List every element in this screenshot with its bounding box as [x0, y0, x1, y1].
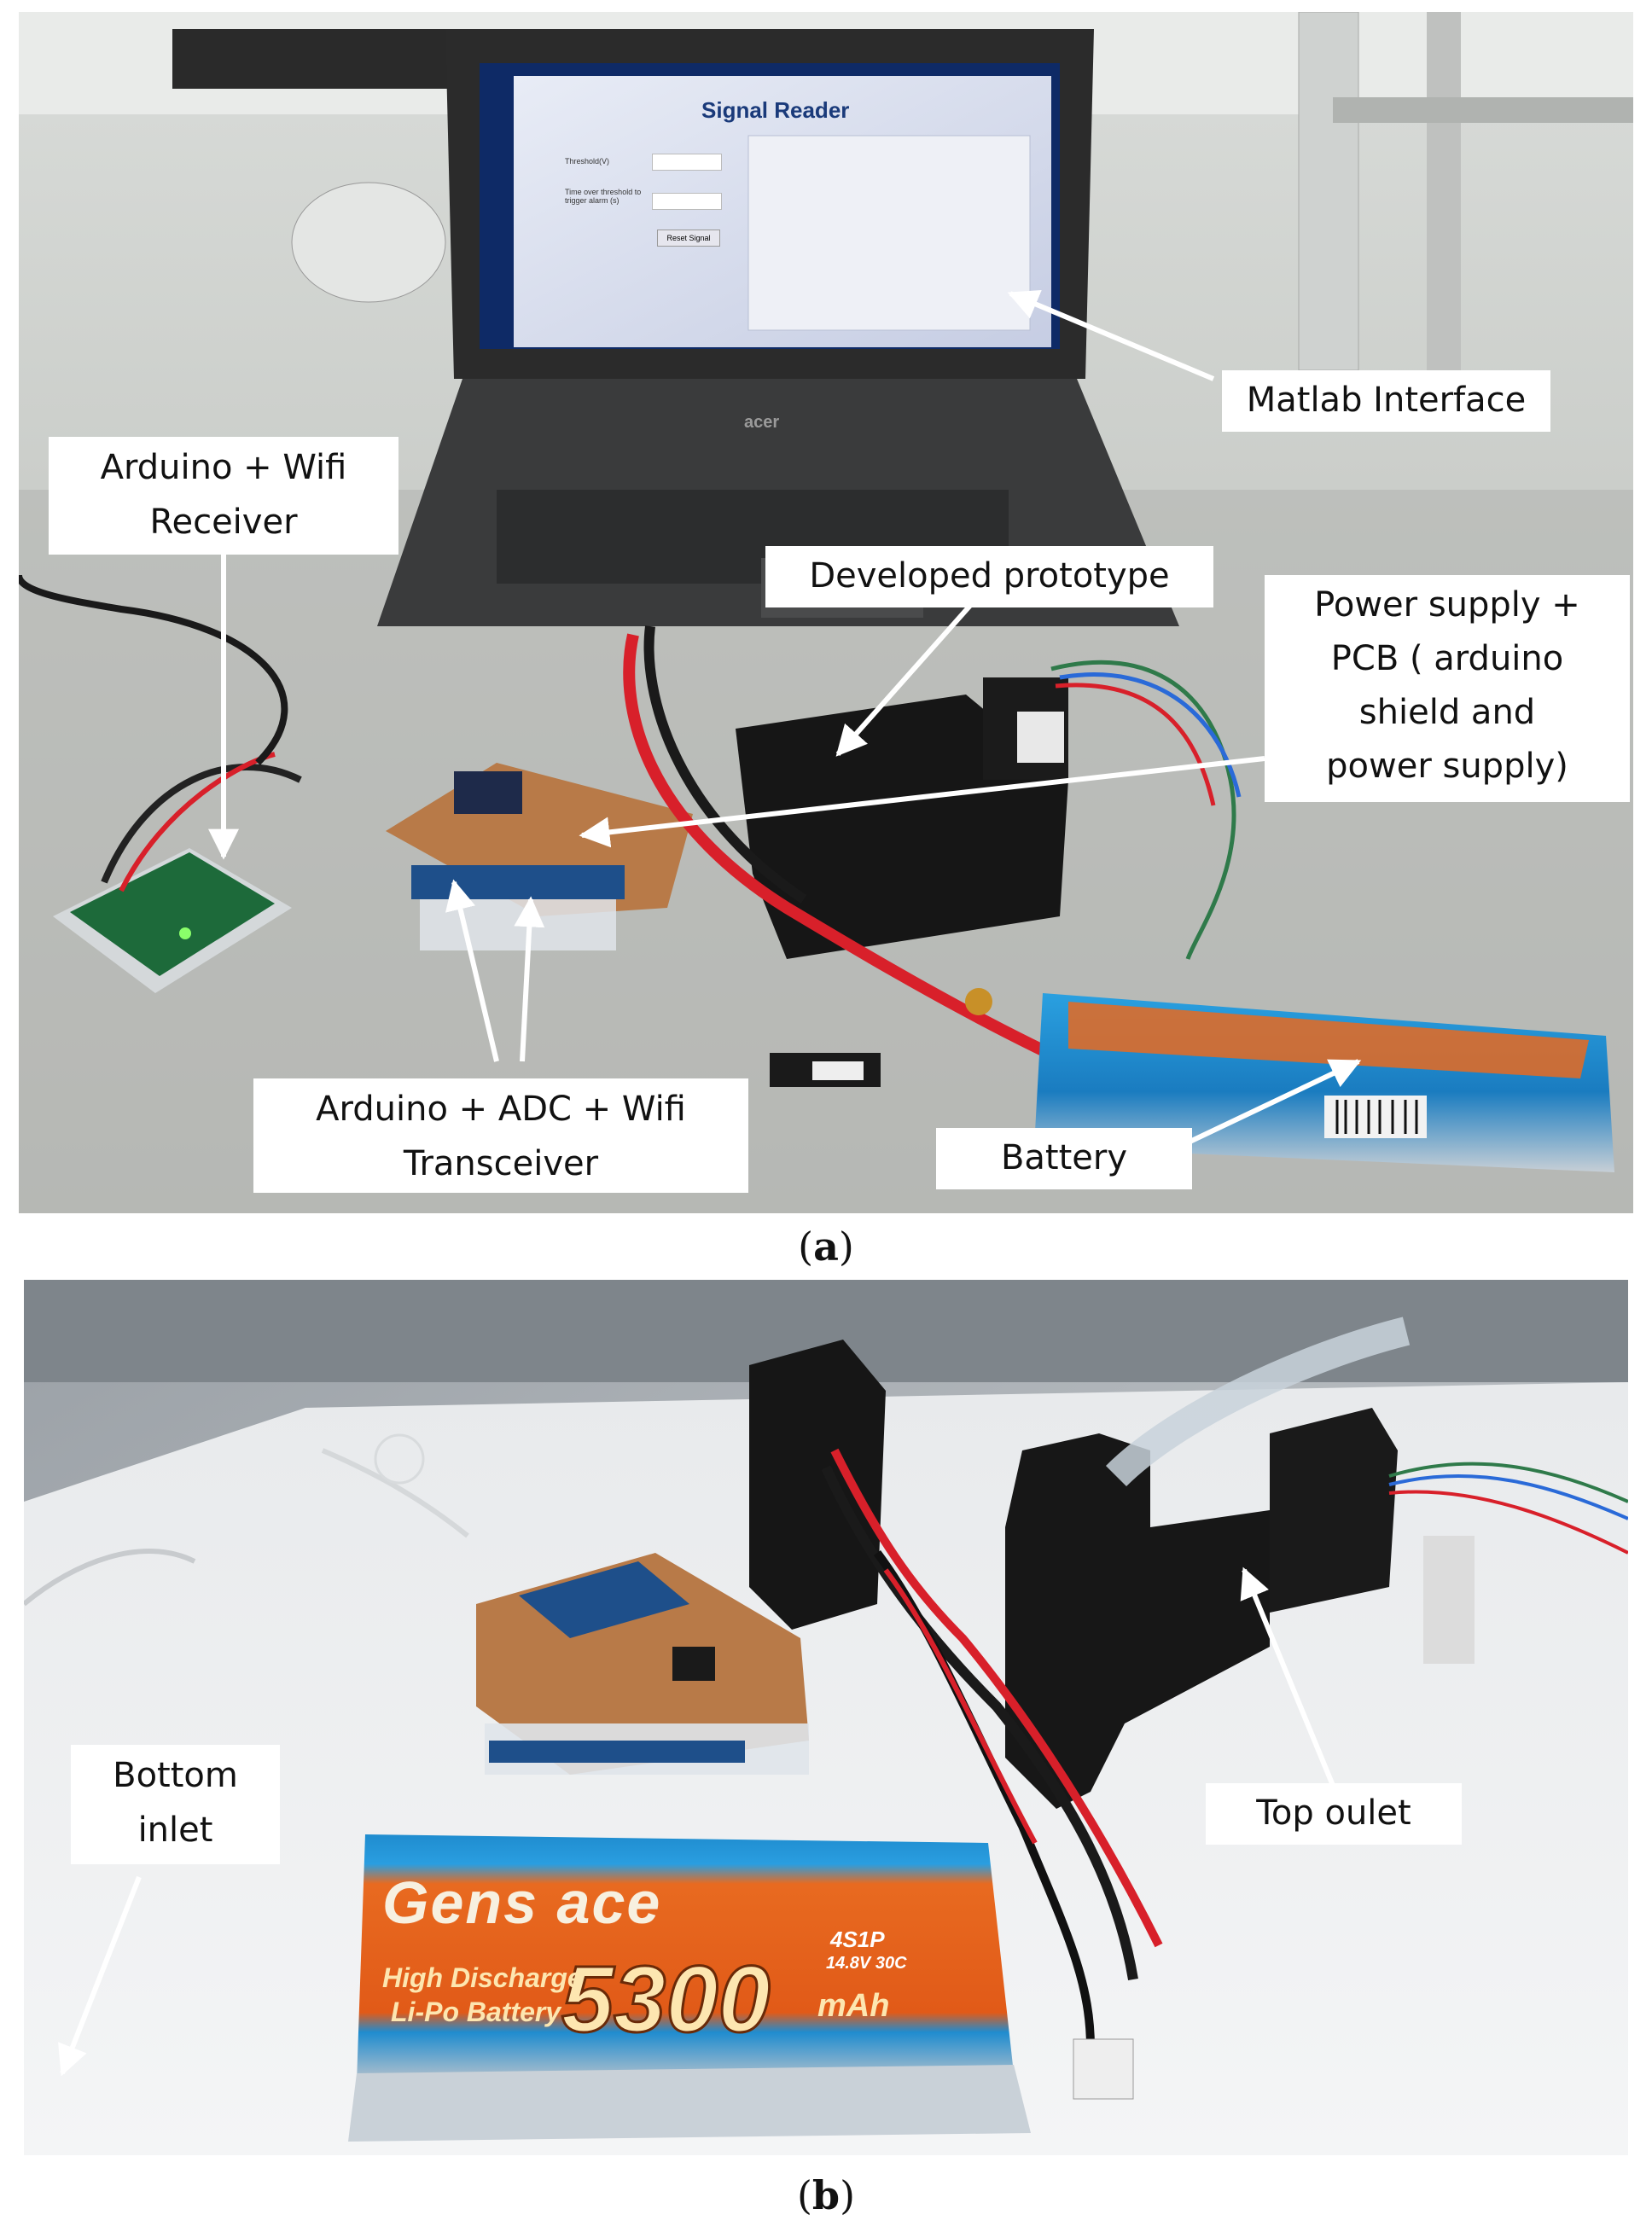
battery-rating: 14.8V 30C [826, 1954, 907, 1973]
battery-line-2: Li-Po Battery [391, 1997, 561, 2027]
screen-field-2-label: Time over threshold to trigger alarm (s) [565, 188, 642, 205]
battery-line-1: High Discharge [382, 1962, 583, 1993]
screen-field-1-input [652, 154, 722, 171]
battery-pack-b [357, 1834, 1014, 2082]
photo-panel-b: Gens ace 5300 mAh 4S1P 14.8V 30C High Di… [24, 1280, 1628, 2155]
screen-field-1-label: Threshold(V) [565, 157, 610, 166]
label-power-supply-pcb: Power supply + PCB ( arduino shield and … [1265, 575, 1630, 802]
photo-b-scene [24, 1280, 1628, 2155]
label-matlab-interface: Matlab Interface [1222, 370, 1550, 432]
laptop-brand-logo: acer [744, 413, 780, 432]
caption-a: (a) [798, 1224, 854, 1270]
label-arduino-wifi-receiver: Arduino + Wifi Receiver [49, 437, 398, 555]
label-bottom-inlet: Bottom inlet [71, 1745, 280, 1864]
caption-b: (b) [796, 2172, 856, 2218]
developed-prototype-b [1005, 1433, 1270, 1809]
device-tower [749, 1340, 886, 1630]
photo-panel-a: Signal Reader Threshold(V) Time over thr… [19, 12, 1633, 1213]
screen-field-2-input [652, 193, 722, 210]
arduino-receiver-board [70, 852, 275, 976]
battery-unit: mAh [817, 1988, 890, 2024]
screen-app-title: Signal Reader [701, 97, 850, 123]
screen-reset-button: Reset Signal [657, 230, 720, 247]
label-top-outlet: Top oulet [1206, 1783, 1462, 1845]
label-battery: Battery [936, 1128, 1192, 1189]
transparent-tube [1105, 1317, 1411, 1487]
battery-cells: 4S1P [830, 1927, 885, 1952]
label-arduino-adc-transceiver: Arduino + ADC + Wifi Transceiver [253, 1078, 748, 1193]
battery-capacity: 5300 [561, 1946, 772, 2054]
label-developed-prototype: Developed prototype [765, 546, 1213, 607]
battery-brand: Gens ace [382, 1869, 662, 1936]
